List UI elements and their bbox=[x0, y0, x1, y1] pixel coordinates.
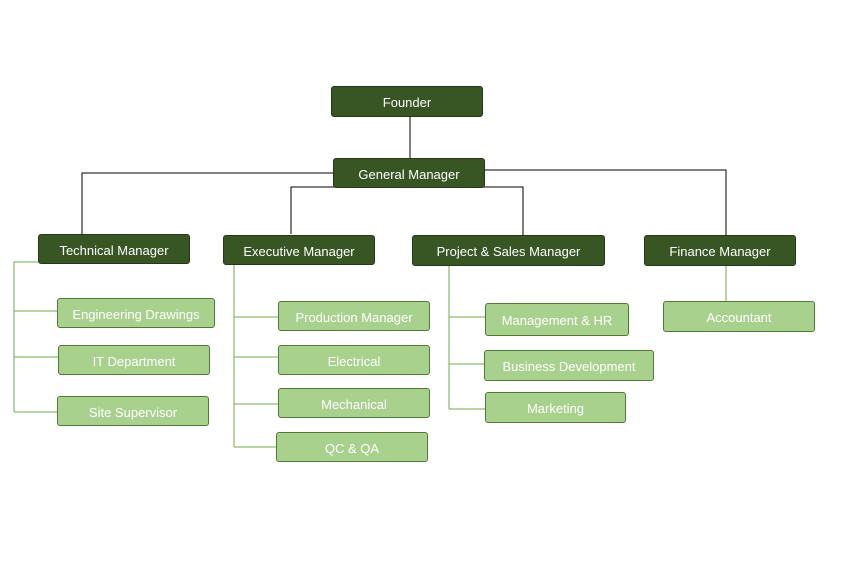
founder-label: Founder bbox=[382, 95, 432, 110]
report-label: Electrical bbox=[327, 353, 381, 369]
report-node: Site Supervisor bbox=[57, 396, 209, 426]
connector-gm-technical bbox=[81, 172, 333, 235]
report-label: QC & QA bbox=[324, 440, 380, 456]
general-manager-node: General Manager bbox=[333, 158, 485, 188]
finance-manager-node: Finance Manager bbox=[644, 235, 796, 266]
founder-node: Founder bbox=[331, 86, 483, 117]
report-label: Mechanical bbox=[321, 396, 387, 412]
report-node: QC & QA bbox=[276, 432, 428, 462]
connector-gm-finance bbox=[485, 169, 727, 236]
report-node: Engineering Drawings bbox=[57, 298, 215, 328]
general-manager-label: General Manager bbox=[358, 166, 460, 182]
report-node: Mechanical bbox=[278, 388, 430, 418]
report-label: Engineering Drawings bbox=[72, 306, 200, 322]
connector-gm-executive-project bbox=[290, 186, 524, 236]
report-label: Marketing bbox=[526, 401, 585, 416]
report-node: Production Manager bbox=[278, 301, 430, 331]
executive-manager-node: Executive Manager bbox=[223, 235, 375, 265]
connector-technical-spine bbox=[13, 261, 38, 412]
report-node: Accountant bbox=[663, 301, 815, 332]
report-label: Management & HR bbox=[501, 313, 613, 328]
report-node: Marketing bbox=[485, 392, 626, 423]
report-node: IT Department bbox=[58, 345, 210, 375]
report-node: Electrical bbox=[278, 345, 430, 375]
report-label: Accountant bbox=[706, 310, 772, 325]
technical-manager-node: Technical Manager bbox=[38, 234, 190, 264]
report-label: Production Manager bbox=[295, 309, 413, 325]
project-sales-manager-node: Project & Sales Manager bbox=[412, 235, 605, 266]
report-label: Site Supervisor bbox=[88, 404, 178, 420]
project-sales-manager-label: Project & Sales Manager bbox=[436, 244, 581, 259]
report-label: IT Department bbox=[92, 353, 176, 369]
technical-manager-label: Technical Manager bbox=[59, 242, 169, 258]
report-node: Management & HR bbox=[485, 303, 629, 336]
executive-manager-label: Executive Manager bbox=[243, 243, 355, 259]
report-node: Business Development bbox=[484, 350, 654, 381]
finance-manager-label: Finance Manager bbox=[669, 244, 771, 259]
report-label: Business Development bbox=[502, 359, 636, 374]
